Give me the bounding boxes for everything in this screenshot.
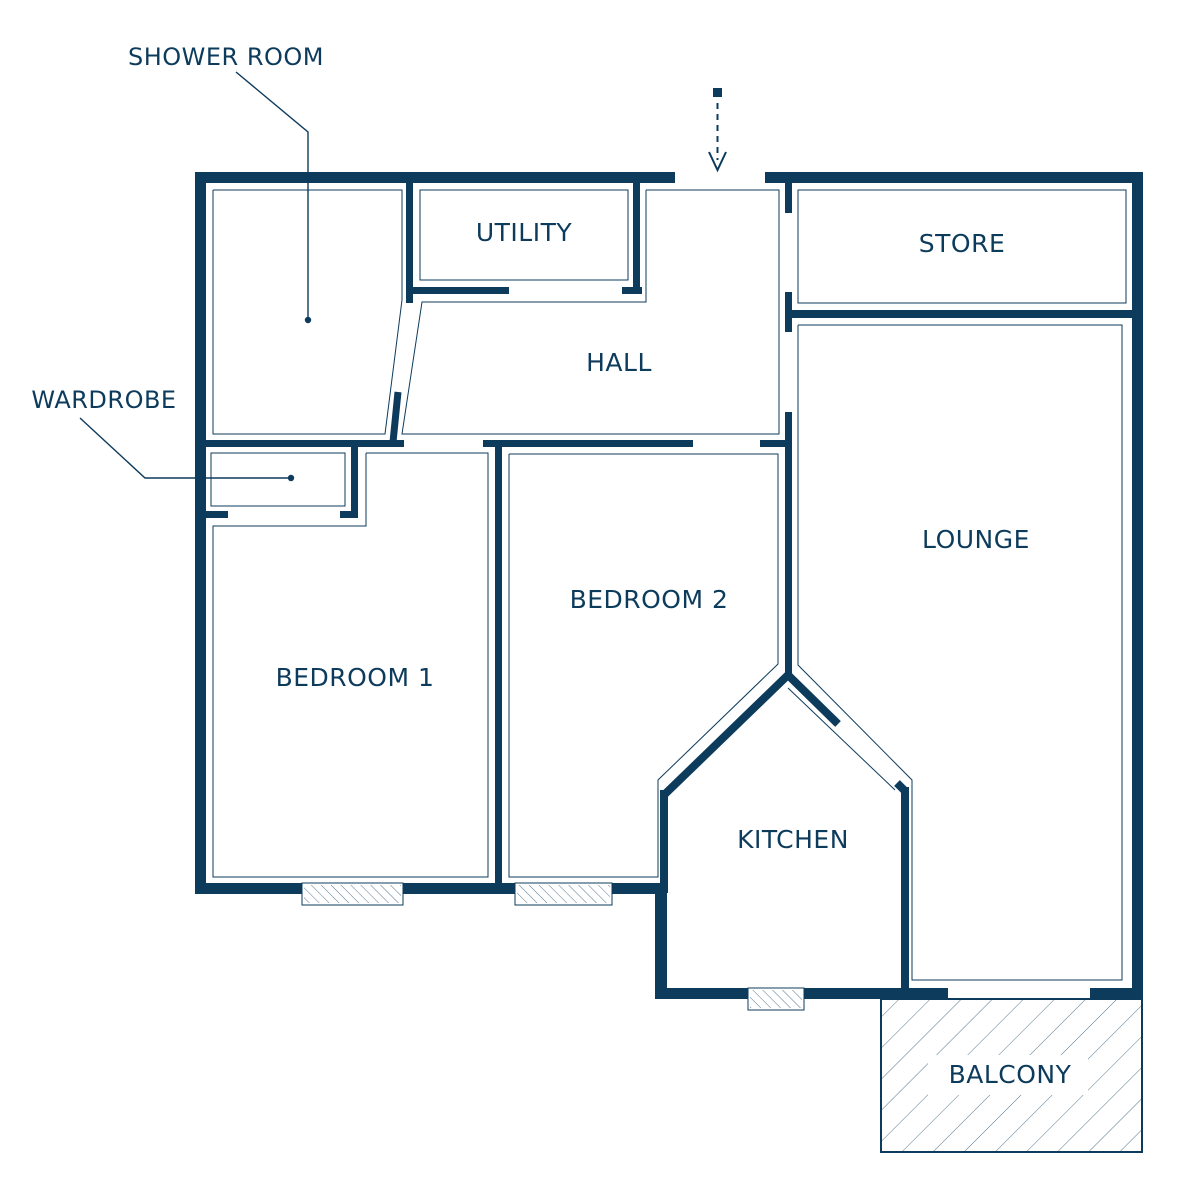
callout-wardrobe: WARDROBE [31,386,176,414]
room-label-utility: UTILITY [476,218,573,247]
windows [301,882,805,1011]
room-label-bedroom-1: BEDROOM 1 [276,663,435,692]
wardrobe-leader [79,417,295,482]
room-label-store: STORE [919,229,1005,258]
interior-walls [206,183,1132,992]
room-label-bedroom-2: BEDROOM 2 [570,585,729,614]
balcony-area [880,998,1143,1153]
room-label-balcony: BALCONY [949,1060,1072,1089]
room-label-hall: HALL [586,348,652,377]
entrance-arrow-icon [708,88,727,173]
callout-shower-room: SHOWER ROOM [128,43,324,71]
room-label-lounge: LOUNGE [922,525,1030,554]
room-label-kitchen: KITCHEN [737,825,849,854]
shower-room-leader [235,71,312,324]
room-outlines [210,189,1127,981]
